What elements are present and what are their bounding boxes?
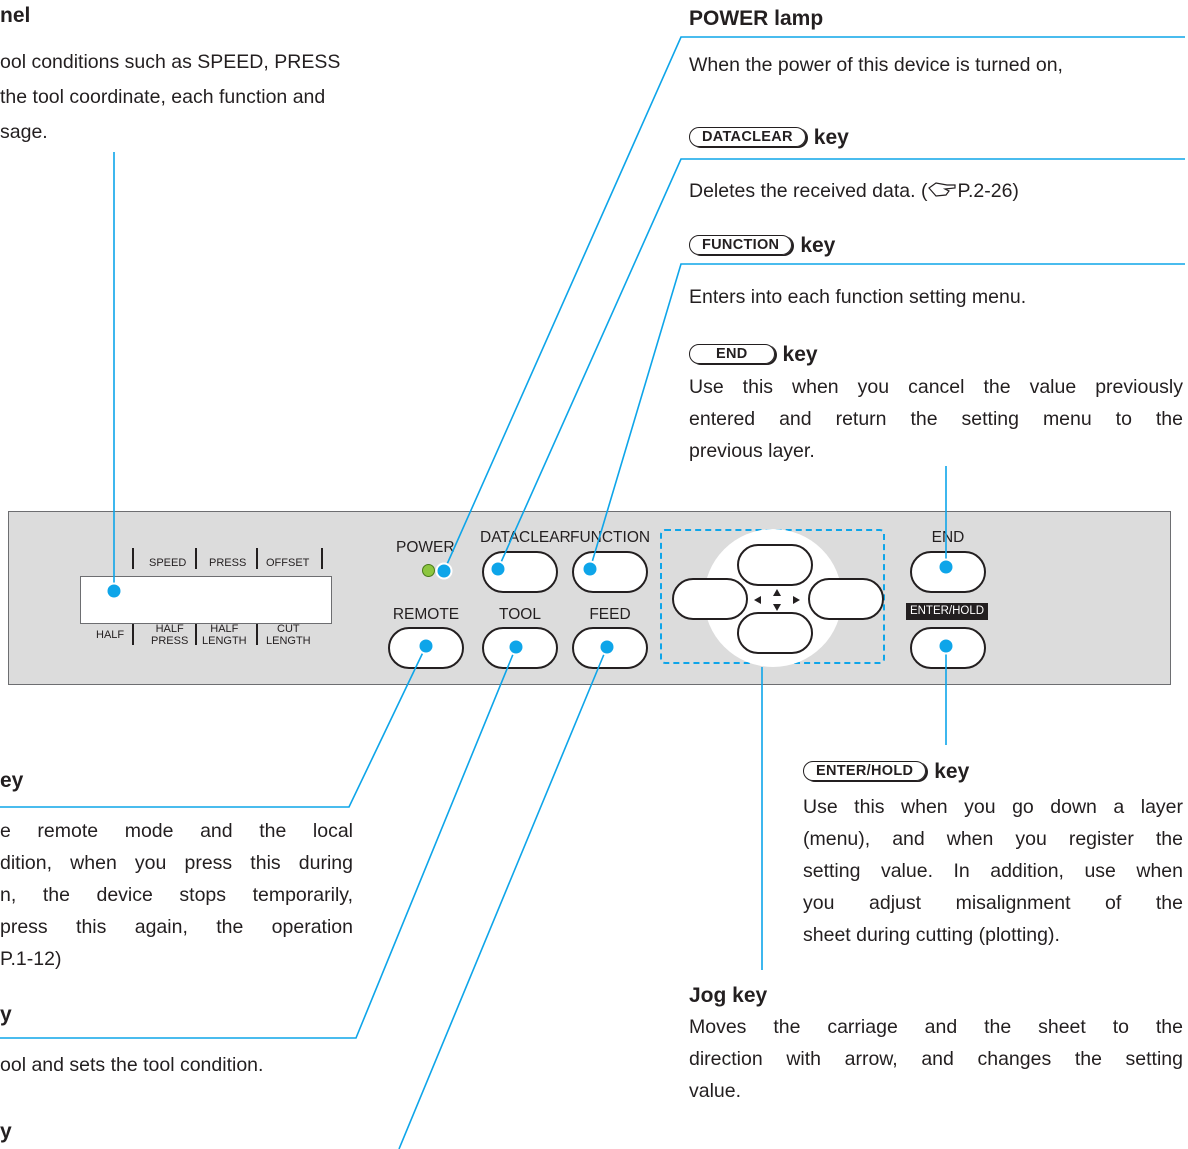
remote-key-heading: ey <box>0 769 24 792</box>
jog-key-desc-1: Moves the carriage and the sheet to the <box>689 1016 1183 1038</box>
lcd-label-half: HALF <box>96 629 125 641</box>
jog-arrows-icon <box>752 588 802 612</box>
dataclear-key-desc: Deletes the received data. ( P.2-26) <box>689 178 1019 202</box>
lcd-label-offset: OFFSET <box>266 557 310 569</box>
end-key-desc-3: previous layer. <box>689 440 815 462</box>
reference-pointer-icon <box>927 178 957 197</box>
end-keycap: END <box>689 344 775 364</box>
jog-up-button[interactable] <box>737 544 813 586</box>
jog-key-desc-2: direction with arrow, and changes the se… <box>689 1048 1183 1070</box>
dataclear-keycap: DATACLEAR <box>689 127 806 147</box>
lcd-label-half-press: HALF PRESS <box>151 623 189 647</box>
lcd-display <box>80 576 332 624</box>
function-keycap: FUNCTION <box>689 235 793 255</box>
end-key-desc-2: entered and return the setting menu to t… <box>689 408 1183 430</box>
display-panel-desc-1: ool conditions such as SPEED, PRESS <box>0 51 341 73</box>
lcd-label-speed: SPEED <box>149 557 187 569</box>
enter-hold-desc-3: setting value. In addition, use when <box>803 860 1183 882</box>
display-panel-heading: nel <box>0 4 31 27</box>
jog-down-button[interactable] <box>737 612 813 654</box>
tool-key-desc: ool and sets the tool condition. <box>0 1054 264 1076</box>
power-lamp-desc: When the power of this device is turned … <box>689 54 1063 76</box>
tool-button[interactable] <box>482 627 558 669</box>
lcd-divider <box>132 624 134 645</box>
power-lamp-led <box>422 564 435 577</box>
power-label: POWER <box>396 539 455 556</box>
enter-hold-desc-1: Use this when you go down a layer <box>803 796 1183 818</box>
tool-label: TOOL <box>499 606 541 623</box>
feed-key-heading: y <box>0 1120 12 1143</box>
end-key-desc-1: Use this when you cancel the value previ… <box>689 376 1183 398</box>
jog-left-button[interactable] <box>672 578 748 620</box>
remote-label: REMOTE <box>392 606 460 623</box>
lcd-divider <box>195 624 197 645</box>
jog-key-desc-3: value. <box>689 1080 742 1102</box>
lcd-divider <box>195 548 197 569</box>
jog-right-button[interactable] <box>808 578 884 620</box>
enter-hold-desc-4: you adjust misalignment of the <box>803 892 1183 914</box>
power-lamp-heading: POWER lamp <box>689 7 824 30</box>
dataclear-label: DATACLEAR <box>480 529 571 546</box>
enter-hold-desc-2: (menu), and when you register the <box>803 828 1183 850</box>
jog-key-heading: Jog key <box>689 984 768 1007</box>
lcd-divider <box>256 624 258 645</box>
remote-key-desc-1: e remote mode and the local <box>0 820 353 842</box>
lcd-label-press: PRESS <box>209 557 247 569</box>
lcd-label-half-length: HALF LENGTH <box>202 623 247 647</box>
tool-key-heading: y <box>0 1003 12 1026</box>
remote-key-desc-5: P.1-12) <box>0 948 62 970</box>
remote-key-desc-2: dition, when you press this during <box>0 852 353 874</box>
lcd-divider <box>132 548 134 569</box>
function-key-desc: Enters into each function setting menu. <box>689 286 1027 308</box>
enter-hold-keycap: ENTER/HOLD <box>803 761 927 781</box>
function-label: FUNCTION <box>570 529 651 546</box>
lcd-label-cut-length: CUT LENGTH <box>266 623 311 647</box>
end-button[interactable] <box>910 551 986 593</box>
enter-hold-label: ENTER/HOLD <box>906 603 988 620</box>
feed-label: FEED <box>589 606 631 623</box>
display-panel-desc-2: the tool coordinate, each function and <box>0 86 326 108</box>
enter-hold-desc-5: sheet during cutting (plotting). <box>803 924 1060 946</box>
remote-key-desc-3: n, the device stops temporarily, <box>0 884 353 906</box>
lcd-divider <box>256 548 258 569</box>
end-label: END <box>931 529 965 546</box>
lcd-divider <box>321 548 323 569</box>
remote-key-desc-4: press this again, the operation <box>0 916 353 938</box>
display-panel-desc-3: sage. <box>0 121 48 143</box>
